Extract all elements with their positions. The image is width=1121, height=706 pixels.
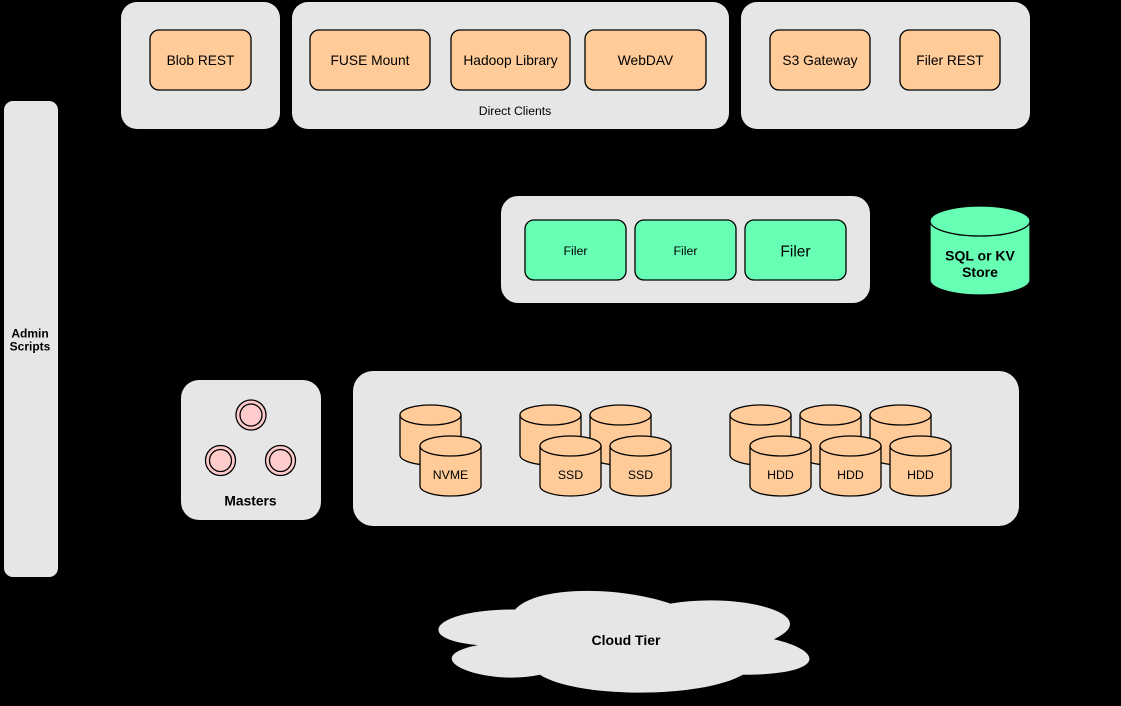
svg-text:Filer: Filer [673,244,697,258]
svg-text:SSD: SSD [628,468,653,482]
svg-text:Direct Clients: Direct Clients [479,104,551,118]
svg-text:WebDAV: WebDAV [618,53,674,68]
svg-text:S3 Gateway: S3 Gateway [782,53,857,68]
svg-text:Store: Store [962,264,998,280]
svg-text:SQL or KV: SQL or KV [945,248,1015,264]
svg-text:Masters: Masters [224,494,276,509]
svg-text:Filer REST: Filer REST [916,53,984,68]
svg-text:NVME: NVME [433,468,469,482]
svg-text:Filer: Filer [780,244,810,261]
svg-text:Admin: Admin [11,327,48,341]
svg-text:FUSE Mount: FUSE Mount [331,53,410,68]
svg-text:Filer: Filer [563,244,587,258]
svg-text:SSD: SSD [558,468,583,482]
svg-text:Scripts: Scripts [10,340,51,354]
svg-text:HDD: HDD [837,468,864,482]
svg-text:Cloud Tier: Cloud Tier [592,632,662,648]
svg-text:Blob REST: Blob REST [167,53,235,68]
svg-text:HDD: HDD [907,468,934,482]
svg-text:HDD: HDD [767,468,794,482]
svg-text:Hadoop Library: Hadoop Library [463,53,557,68]
